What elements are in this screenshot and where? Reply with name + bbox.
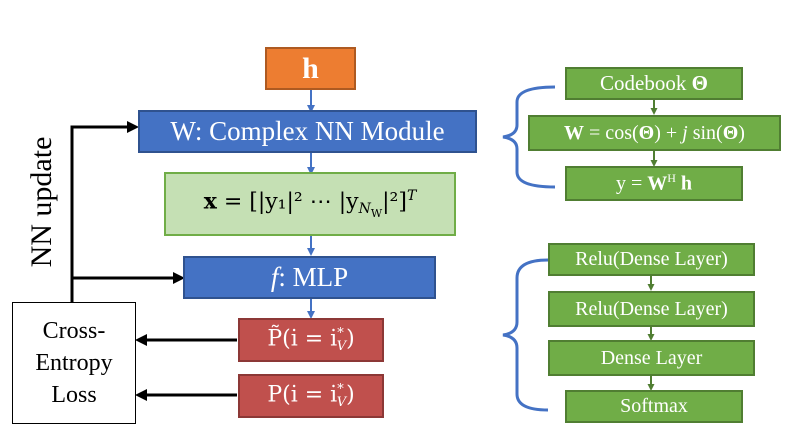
complex-nn-module: W: Complex NN Module (138, 110, 477, 153)
bottom-brace (502, 258, 549, 412)
layer-relu-dense-1: Relu(Dense Layer) (548, 243, 755, 276)
top-brace (502, 85, 556, 189)
x-vector-block: x = [|y₁|² ⋯ |yNW|²]T (164, 172, 456, 236)
p-output: P(i = i*V) (238, 374, 384, 418)
layer-dense: Dense Layer (548, 340, 755, 376)
cross-entropy-loss: Cross- Entropy Loss (12, 302, 136, 424)
p-tilde-output: P̃(i = i*V) (238, 318, 384, 362)
nn-update-line (70, 121, 139, 302)
nn-update-label: NN update (25, 136, 58, 268)
h-input-block: h (265, 47, 356, 90)
y-formula-block: y = WH h (565, 166, 743, 201)
codebook-block: Codebook Θ (565, 67, 743, 100)
layer-softmax: Softmax (565, 390, 743, 423)
x-vector-formula: x = [|y₁|² ⋯ |yNW|²]T (203, 187, 417, 221)
layer-relu-dense-2: Relu(Dense Layer) (548, 291, 755, 327)
w-formula-block: W = cos(Θ) + j sin(Θ) (528, 115, 781, 151)
mlp-block: f: MLP (183, 256, 436, 299)
